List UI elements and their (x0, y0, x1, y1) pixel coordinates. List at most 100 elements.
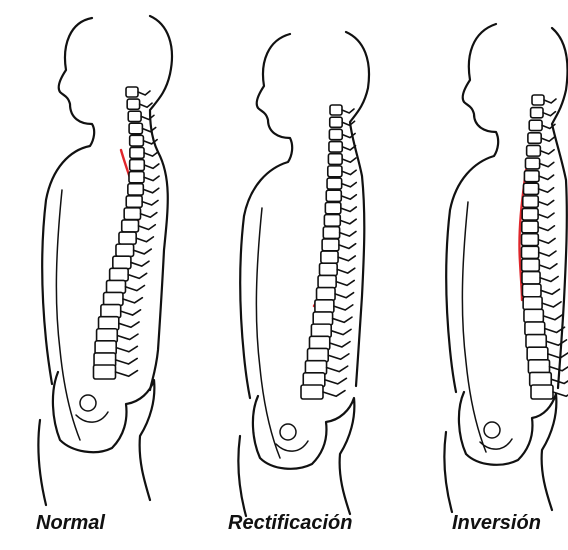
normal-process (136, 237, 153, 242)
normal-process (141, 115, 154, 119)
normal-process (144, 176, 159, 180)
normal-vertebra (128, 184, 143, 195)
inversion-process (538, 226, 554, 231)
inversion-vertebra (527, 145, 541, 156)
inversion-process (548, 353, 568, 358)
normal-vertebra (116, 244, 134, 256)
normal-process (116, 358, 138, 364)
inversion-vertebra (522, 221, 538, 233)
inversion-vertebra (522, 234, 539, 246)
rectificacion-vertebra (311, 324, 331, 337)
rectificacion-vertebra (330, 117, 342, 127)
normal-vertebra (107, 280, 126, 293)
rectificacion-process (334, 305, 353, 310)
normal-process (116, 346, 137, 351)
normal-process (121, 310, 141, 315)
normal-process (117, 334, 138, 339)
rectificacion-process (336, 280, 354, 285)
rectificacion-vertebra (318, 275, 336, 287)
normal-process (138, 91, 150, 95)
normal-process (142, 200, 158, 205)
normal-vertebra (128, 111, 141, 121)
rectificacion-vertebra (322, 239, 339, 251)
normal-process (140, 103, 152, 107)
normal-vertebra (129, 172, 144, 183)
inversion-process (540, 162, 554, 166)
rectificacion-process (342, 121, 354, 125)
rectificacion-process (327, 366, 348, 371)
rectificacion-vertebra (327, 178, 342, 189)
normal-process (142, 127, 155, 131)
inversion-process (539, 175, 554, 179)
rectificacion-vertebra (321, 251, 338, 263)
rectificacion-process (342, 158, 356, 162)
rectificacion-process (340, 219, 356, 224)
normal-process (139, 225, 156, 230)
figure-normal (38, 16, 172, 505)
inversion-vertebra (522, 208, 538, 220)
pelvis-rectificacion (238, 396, 354, 516)
rectificacion-vertebra (313, 312, 332, 325)
inversion-vertebra (532, 95, 544, 105)
normal-process (115, 371, 137, 377)
inversion-process (540, 150, 554, 154)
normal-vertebra (130, 147, 144, 158)
pelvis-normal (38, 372, 154, 505)
body-outline-rectificacion (240, 32, 369, 398)
inversion-vertebra (526, 335, 546, 348)
inversion-process (546, 340, 566, 345)
hip-joint-inversion (484, 422, 500, 438)
rectificacion-process (342, 182, 357, 186)
normal-vertebra (93, 365, 115, 379)
inversion-vertebra (528, 360, 549, 374)
normal-process (125, 286, 144, 291)
inversion-vertebra (522, 272, 540, 284)
rectificacion-vertebra (324, 215, 340, 227)
rectificacion-vertebra (320, 263, 338, 275)
rectificacion-process (340, 231, 356, 236)
normal-process (144, 152, 158, 156)
rectificacion-process (330, 342, 350, 347)
inversion-process (543, 112, 555, 116)
rectificacion-vertebra (317, 288, 336, 301)
arm-normal (56, 190, 80, 440)
normal-vertebra (126, 87, 138, 97)
inversion-vertebra (524, 183, 539, 194)
inversion-vertebra (522, 246, 539, 258)
inversion-vertebra (527, 347, 548, 360)
normal-process (131, 261, 149, 266)
inversion-vertebra (524, 171, 539, 182)
rectificacion-process (342, 146, 355, 150)
normal-vertebra (127, 99, 139, 109)
rectificacion-process (331, 329, 351, 334)
hip-joint-normal (80, 395, 96, 411)
rectificacion-process (342, 170, 356, 174)
rectificacion-process (341, 195, 356, 199)
inversion-process (539, 188, 554, 192)
normal-vertebra (130, 160, 145, 171)
inversion-process (538, 238, 555, 243)
inversion-process (543, 315, 562, 320)
figure-rectificacion (238, 32, 369, 516)
inversion-vertebra (522, 284, 541, 297)
normal-vertebra (124, 208, 140, 220)
inversion-vertebra (525, 158, 539, 169)
inversion-vertebra (524, 309, 543, 322)
inversion-process (542, 302, 561, 307)
rectificacion-vertebra (330, 105, 342, 115)
label-rectificacion: Rectificación (228, 512, 352, 535)
rectificacion-vertebra (325, 202, 340, 213)
arm-rectificacion (256, 208, 280, 458)
normal-process (119, 322, 139, 327)
normal-process (144, 164, 159, 168)
rectificacion-process (339, 244, 356, 249)
pelvis-inversion (444, 392, 556, 512)
inversion-process (544, 99, 556, 103)
normal-process (141, 213, 157, 218)
inversion-process (540, 276, 558, 281)
pelvis-detail-normal (76, 412, 108, 422)
rectificacion-process (323, 391, 345, 397)
hip-joint-rectificacion (280, 424, 296, 440)
normal-vertebra (101, 305, 121, 318)
